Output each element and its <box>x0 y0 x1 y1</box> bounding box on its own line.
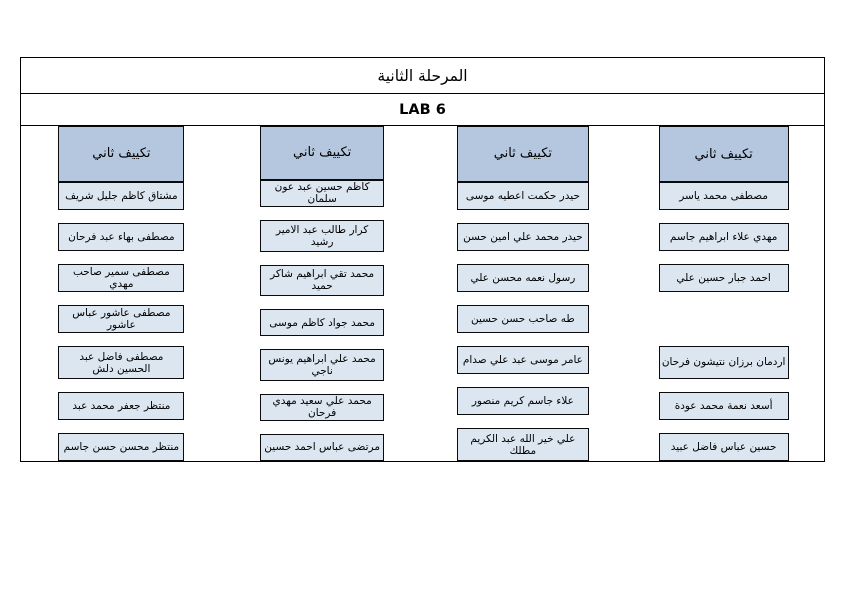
student-name-cell: مصطفى بهاء عبد فرحان <box>58 223 185 252</box>
student-name-cell: حيدر حكمت اعطيه موسى <box>456 181 589 211</box>
student-name-cell: مصطفى سمير صاحب مهدي <box>58 264 185 293</box>
student-name-cell: محمد جواد كاظم موسى <box>260 309 385 337</box>
student-name-cell: كرار طالب عبد الامير رشيد <box>260 219 385 252</box>
column-header-3: تكييف ثاني <box>58 126 185 182</box>
column-header-1: تكييف ثاني <box>456 126 589 182</box>
student-name-cell: رسول نعمه محسن علي <box>456 264 589 293</box>
student-name-cell: منتظر جعفر محمد عبد <box>58 391 185 420</box>
student-name-cell: احمد جبار حسين علي <box>658 264 789 293</box>
student-name-cell: حيدر محمد علي امين حسن <box>456 223 589 252</box>
student-name-cell: مصطفى محمد ياسر <box>658 182 789 211</box>
student-name-cell: مصطفى فاضل عبد الحسين دلش <box>58 346 185 379</box>
student-name-cell: مرتضى عباس احمد حسين <box>260 433 385 461</box>
student-name-cell: أسعد نعمة محمد عودة <box>658 391 789 420</box>
student-name-cell: منتظر محسن حسن جاسم <box>58 432 185 462</box>
student-name-cell: مصطفى عاشور عباس عاشور <box>58 305 185 334</box>
empty-cell <box>659 305 789 333</box>
student-name-cell: محمد علي سعيد مهدي فرحان <box>260 393 385 421</box>
column-header-0: تكييف ثاني <box>658 126 789 182</box>
student-name-cell: عامر موسى عبد علي صدام <box>456 346 589 375</box>
student-name-cell: محمد علي ابراهيم يونس ناجي <box>260 349 385 381</box>
lab-label: LAB 6 <box>399 101 446 118</box>
student-name-cell: حسين عباس فاضل عبيد <box>658 432 789 461</box>
student-name-cell: علي خير الله عبد الكريم مطلك <box>456 428 589 462</box>
student-name-cell: مهدي علاء ابراهيم جاسم <box>658 223 789 252</box>
lab-label-row: LAB 6 <box>21 94 824 126</box>
column-header-2: تكييف ثاني <box>260 126 385 180</box>
student-name-cell: علاء جاسم كريم منصور <box>456 387 589 416</box>
student-name-cell: طه صاحب حسن حسين <box>456 305 589 334</box>
student-name-cell: اردمان برزان نتيشون فرحان <box>658 346 789 379</box>
document-title-row: المرحلة الثانية <box>21 58 824 94</box>
page-title: المرحلة الثانية <box>377 66 468 85</box>
student-name-cell: كاظم حسين عبد عون سلمان <box>260 179 385 207</box>
student-name-cell: مشتاق كاظم جليل شريف <box>58 181 185 211</box>
student-name-cell: محمد تقي ابراهيم شاكر حميد <box>260 264 385 297</box>
